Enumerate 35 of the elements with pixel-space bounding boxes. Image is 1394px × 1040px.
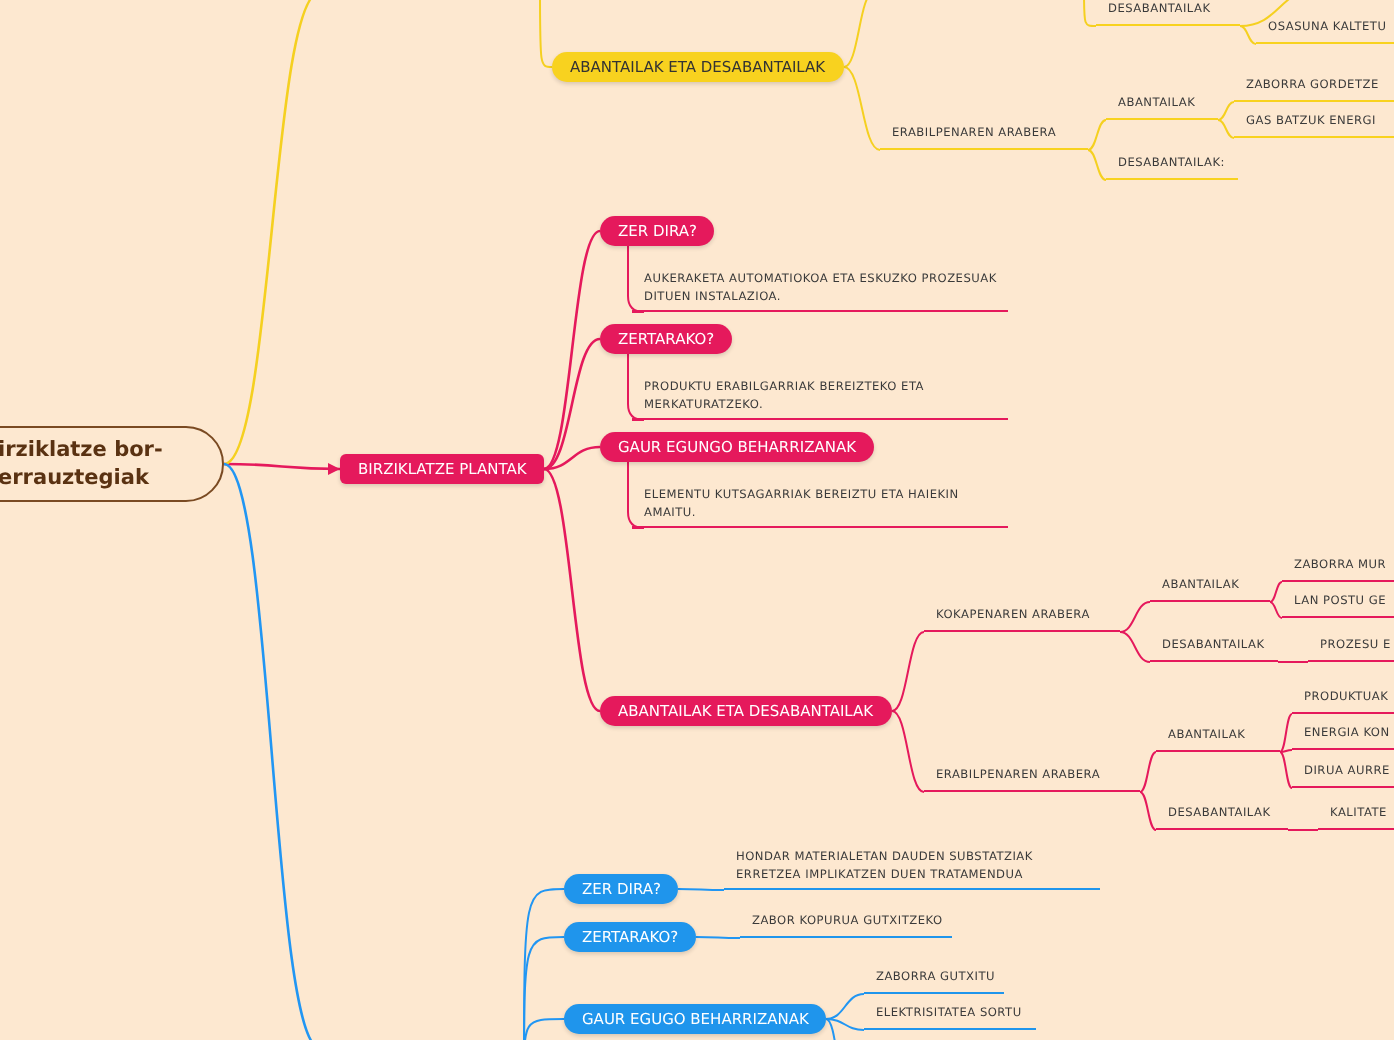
connector bbox=[523, 936, 565, 1040]
connector bbox=[543, 337, 601, 471]
connector bbox=[1139, 751, 1157, 793]
connector bbox=[1277, 661, 1309, 663]
connector bbox=[825, 1018, 865, 1031]
connector bbox=[1083, 0, 1097, 27]
connector bbox=[1269, 601, 1283, 619]
connector bbox=[539, 0, 553, 68]
connector bbox=[1287, 829, 1319, 831]
connector bbox=[1139, 791, 1157, 831]
connector bbox=[891, 631, 925, 712]
connector bbox=[1279, 751, 1293, 789]
connector bbox=[891, 710, 925, 793]
connector bbox=[1279, 713, 1293, 753]
connector bbox=[1119, 631, 1151, 663]
connector bbox=[677, 888, 725, 891]
connector bbox=[627, 461, 645, 529]
connector bbox=[1279, 749, 1293, 753]
connector bbox=[1269, 581, 1283, 603]
connector bbox=[224, 462, 340, 475]
connector bbox=[1119, 601, 1151, 633]
connector bbox=[543, 445, 601, 471]
connector bbox=[843, 66, 881, 151]
connector bbox=[695, 936, 741, 939]
connector bbox=[523, 1018, 565, 1040]
connector bbox=[1217, 101, 1235, 121]
connector bbox=[1087, 119, 1107, 151]
connector bbox=[543, 467, 601, 713]
connector bbox=[825, 993, 865, 1020]
connector bbox=[543, 229, 601, 471]
connector bbox=[1087, 149, 1107, 181]
connector bbox=[627, 245, 645, 313]
connector bbox=[627, 353, 645, 421]
connector bbox=[1217, 119, 1235, 139]
connector bbox=[1239, 25, 1257, 45]
